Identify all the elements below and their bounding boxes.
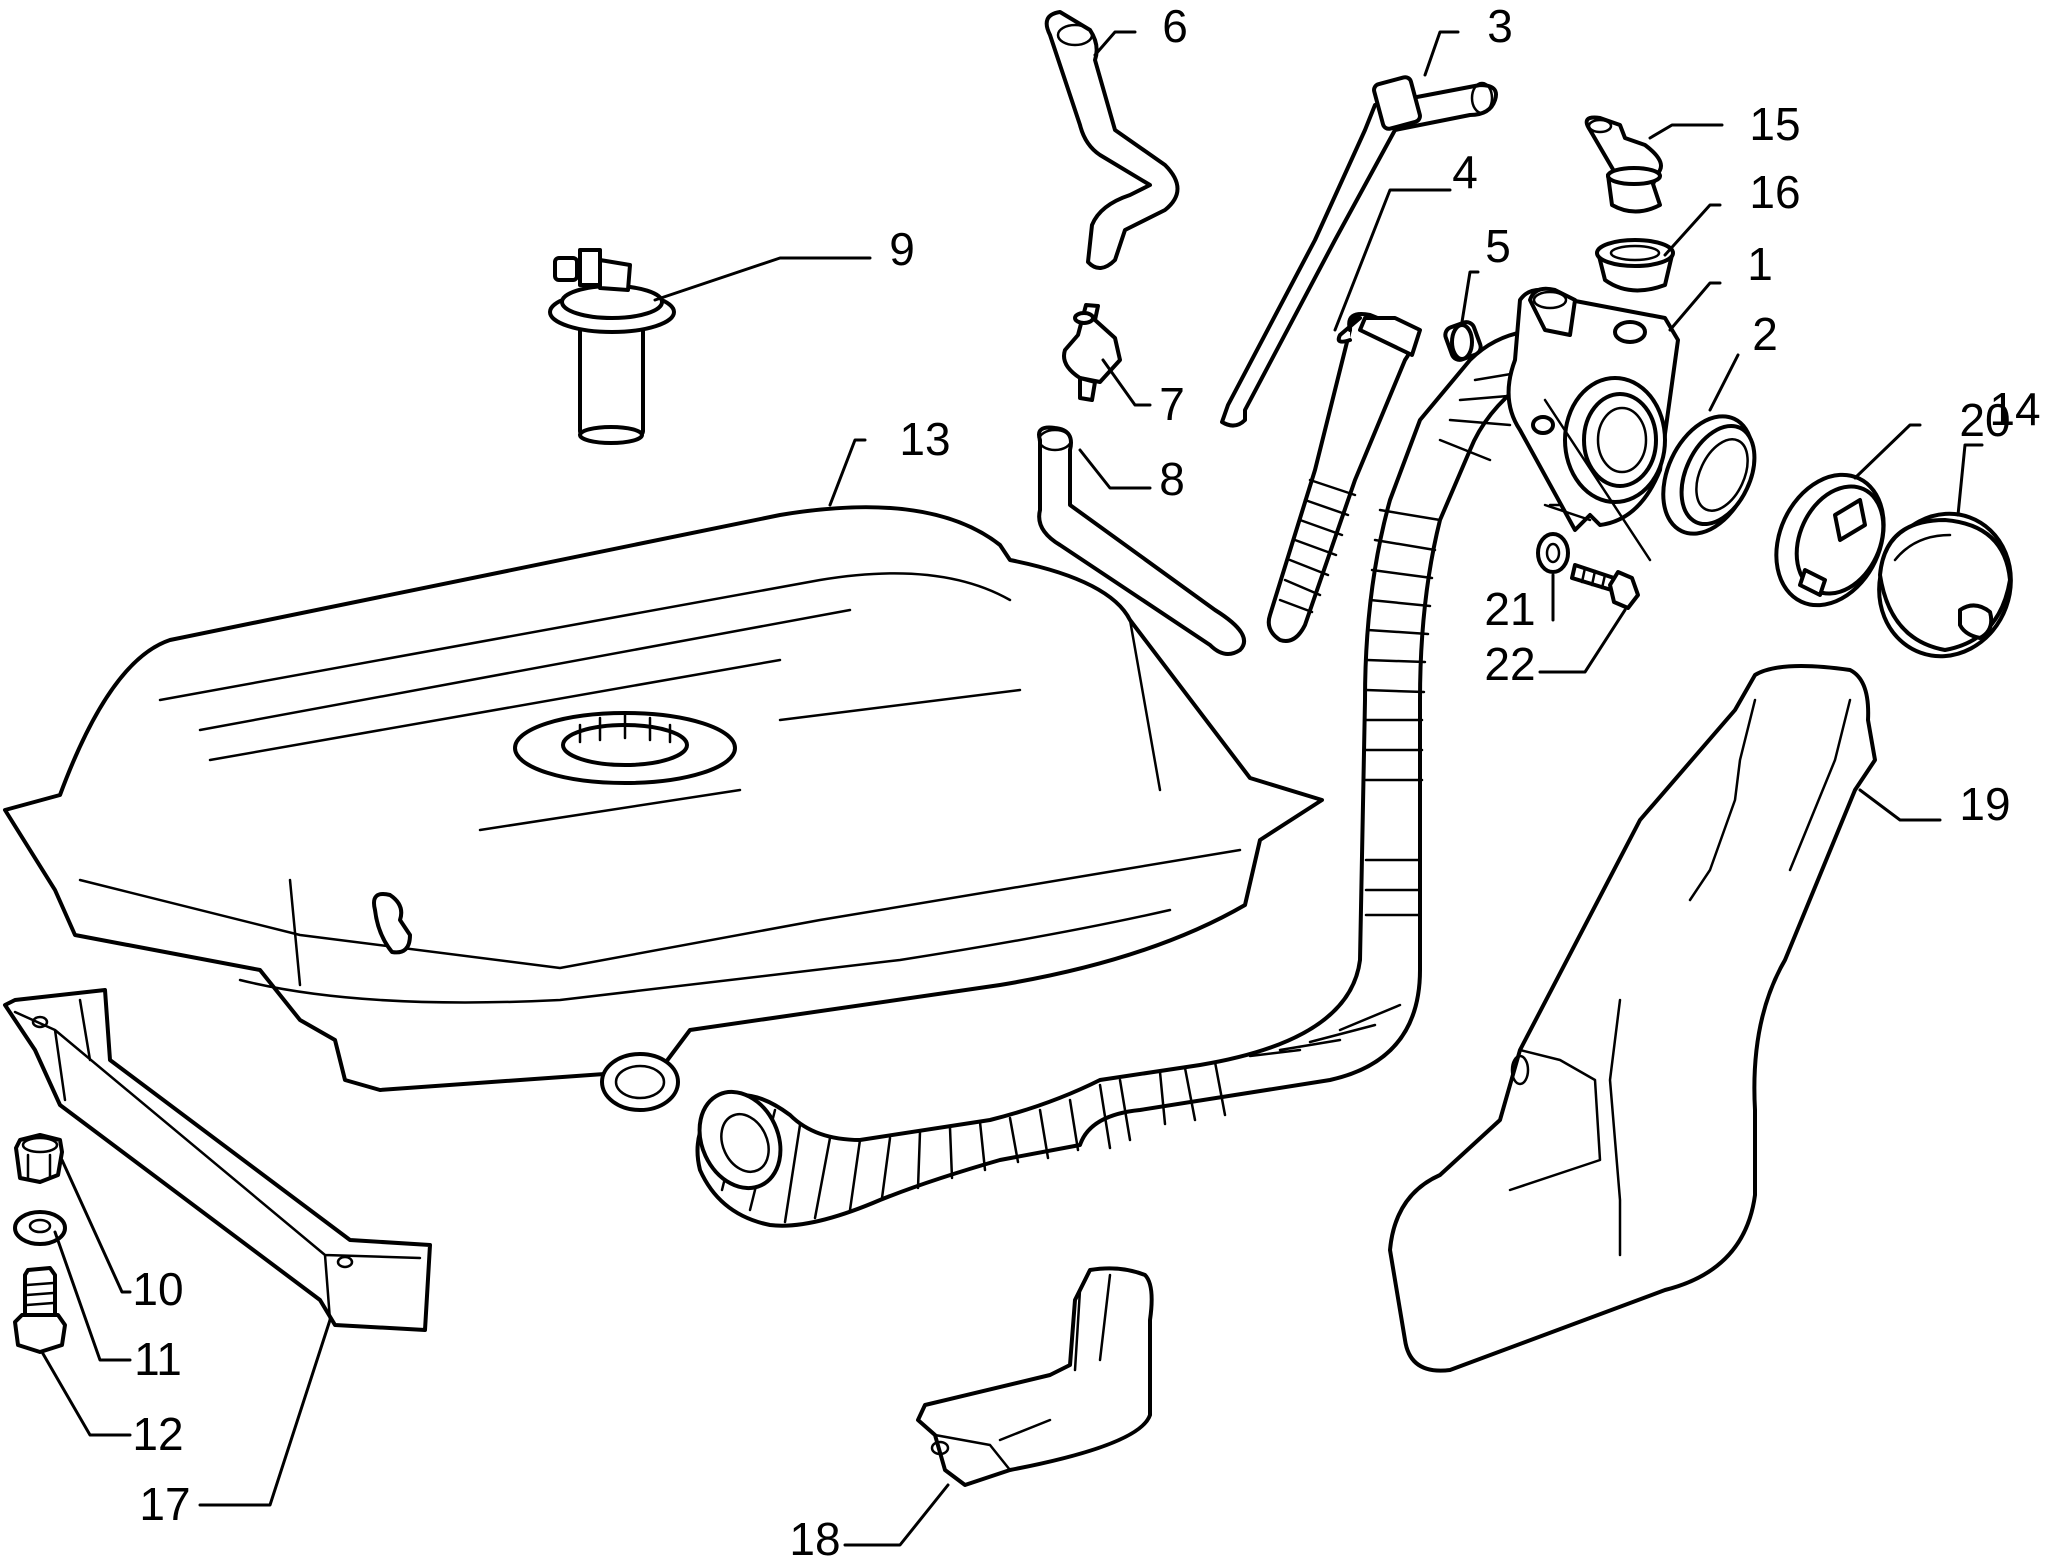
assembly-axis-line-2 bbox=[1543, 503, 1592, 522]
callout-labels: 3 6 4 5 15 16 1 2 20 14 9 7 8 13 21 22 1… bbox=[132, 0, 2040, 1558]
callout-3: 3 bbox=[1487, 0, 1513, 52]
filler-hose bbox=[695, 328, 1552, 1228]
callout-17: 17 bbox=[139, 1478, 190, 1530]
callout-22: 22 bbox=[1484, 638, 1535, 690]
bent-hose-lower bbox=[1037, 425, 1247, 656]
check-valve bbox=[1062, 303, 1122, 402]
callout-18: 18 bbox=[789, 1513, 840, 1558]
screw bbox=[1570, 563, 1640, 610]
assembly-axis-line bbox=[1543, 398, 1652, 562]
callout-9: 9 bbox=[889, 223, 915, 275]
fuel-tank bbox=[3, 505, 1324, 1112]
leader-lines bbox=[40, 30, 1984, 1547]
callout-21: 21 bbox=[1484, 583, 1535, 635]
callout-10: 10 bbox=[132, 1263, 183, 1315]
callout-16: 16 bbox=[1749, 166, 1800, 218]
filler-guard-shield bbox=[1388, 664, 1877, 1373]
grommet bbox=[1595, 238, 1675, 293]
fuel-level-sender bbox=[548, 248, 676, 445]
callout-15: 15 bbox=[1749, 98, 1800, 150]
seal-ring bbox=[1661, 414, 1757, 536]
callout-14: 14 bbox=[1989, 383, 2040, 435]
inner-cap-adapter bbox=[1774, 472, 1886, 608]
rigid-breather-pipe bbox=[1220, 75, 1498, 428]
callout-2: 2 bbox=[1752, 308, 1778, 360]
bent-hose-upper bbox=[1044, 10, 1180, 270]
callout-1: 1 bbox=[1747, 238, 1773, 290]
hex-nut bbox=[14, 1133, 64, 1184]
hex-bolt bbox=[13, 1266, 67, 1354]
filler-neck-housing bbox=[1506, 286, 1680, 532]
washer bbox=[1536, 532, 1570, 574]
callout-4: 4 bbox=[1452, 146, 1478, 198]
callout-13: 13 bbox=[899, 413, 950, 465]
elbow-valve bbox=[1584, 115, 1663, 214]
callout-11: 11 bbox=[134, 1333, 182, 1385]
fuel-cap bbox=[1877, 511, 2013, 659]
lower-bracket bbox=[916, 1266, 1154, 1487]
rubber-sleeve bbox=[1443, 320, 1483, 362]
callout-20: 20 bbox=[1959, 394, 2010, 446]
callout-19: 19 bbox=[1959, 778, 2010, 830]
flat-washer bbox=[13, 1210, 67, 1246]
callout-6: 6 bbox=[1162, 0, 1188, 52]
callout-7: 7 bbox=[1159, 378, 1185, 430]
callout-8: 8 bbox=[1159, 453, 1185, 505]
tank-support-strap bbox=[3, 988, 432, 1332]
corrugated-vent-hose bbox=[1266, 312, 1422, 643]
callout-12: 12 bbox=[132, 1408, 183, 1460]
callout-5: 5 bbox=[1485, 220, 1511, 272]
